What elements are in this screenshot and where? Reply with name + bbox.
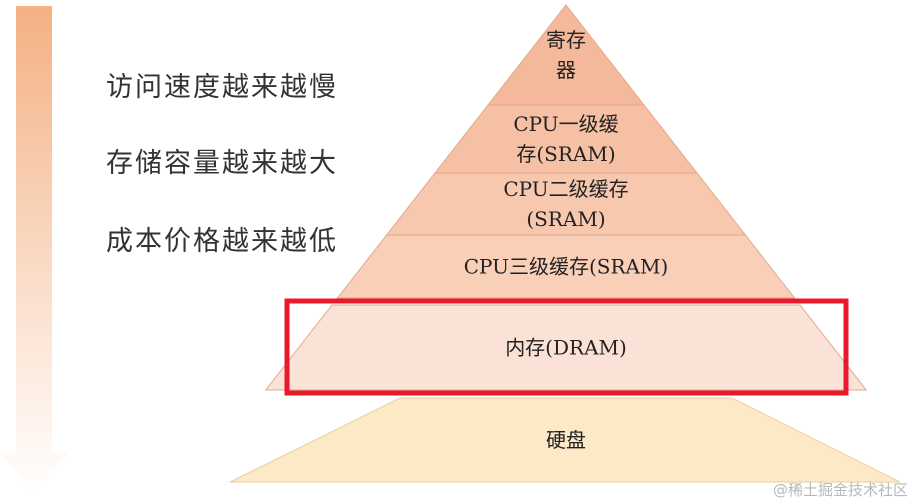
layer-registers-label-line-2: 器	[556, 58, 576, 82]
layer-l2-cache-label-line-2: (SRAM)	[526, 207, 605, 231]
layer-disk-shape	[229, 397, 901, 483]
side-label-speed: 访问速度越来越慢	[106, 72, 338, 103]
layer-l2-cache-label-line-1: CPU二级缓存	[503, 177, 628, 201]
layer-disk-label-line-1: 硬盘	[546, 428, 586, 452]
layer-registers-label-line-1: 寄存	[546, 28, 586, 52]
layer-registers-shape	[486, 4, 646, 106]
layer-l1-cache-label-line-2: 存(SRAM)	[516, 142, 615, 166]
layer-l3-cache-label-line-1: CPU三级缓存(SRAM)	[464, 255, 669, 279]
side-label-capacity: 存储容量越来越大	[106, 148, 338, 179]
layer-l3-cache-shape	[336, 234, 796, 299]
layer-l1-cache-label-line-1: CPU一级缓	[513, 112, 618, 136]
side-label-cost: 成本价格越来越低	[106, 226, 338, 257]
watermark-text: @稀土掘金技术社区	[773, 481, 908, 499]
direction-arrow	[0, 6, 68, 494]
side-labels: 访问速度越来越慢 存储容量越来越大 成本价格越来越低	[106, 72, 338, 257]
layer-memory-label-line-1: 内存(DRAM)	[505, 336, 627, 360]
highlight-box	[284, 298, 849, 396]
